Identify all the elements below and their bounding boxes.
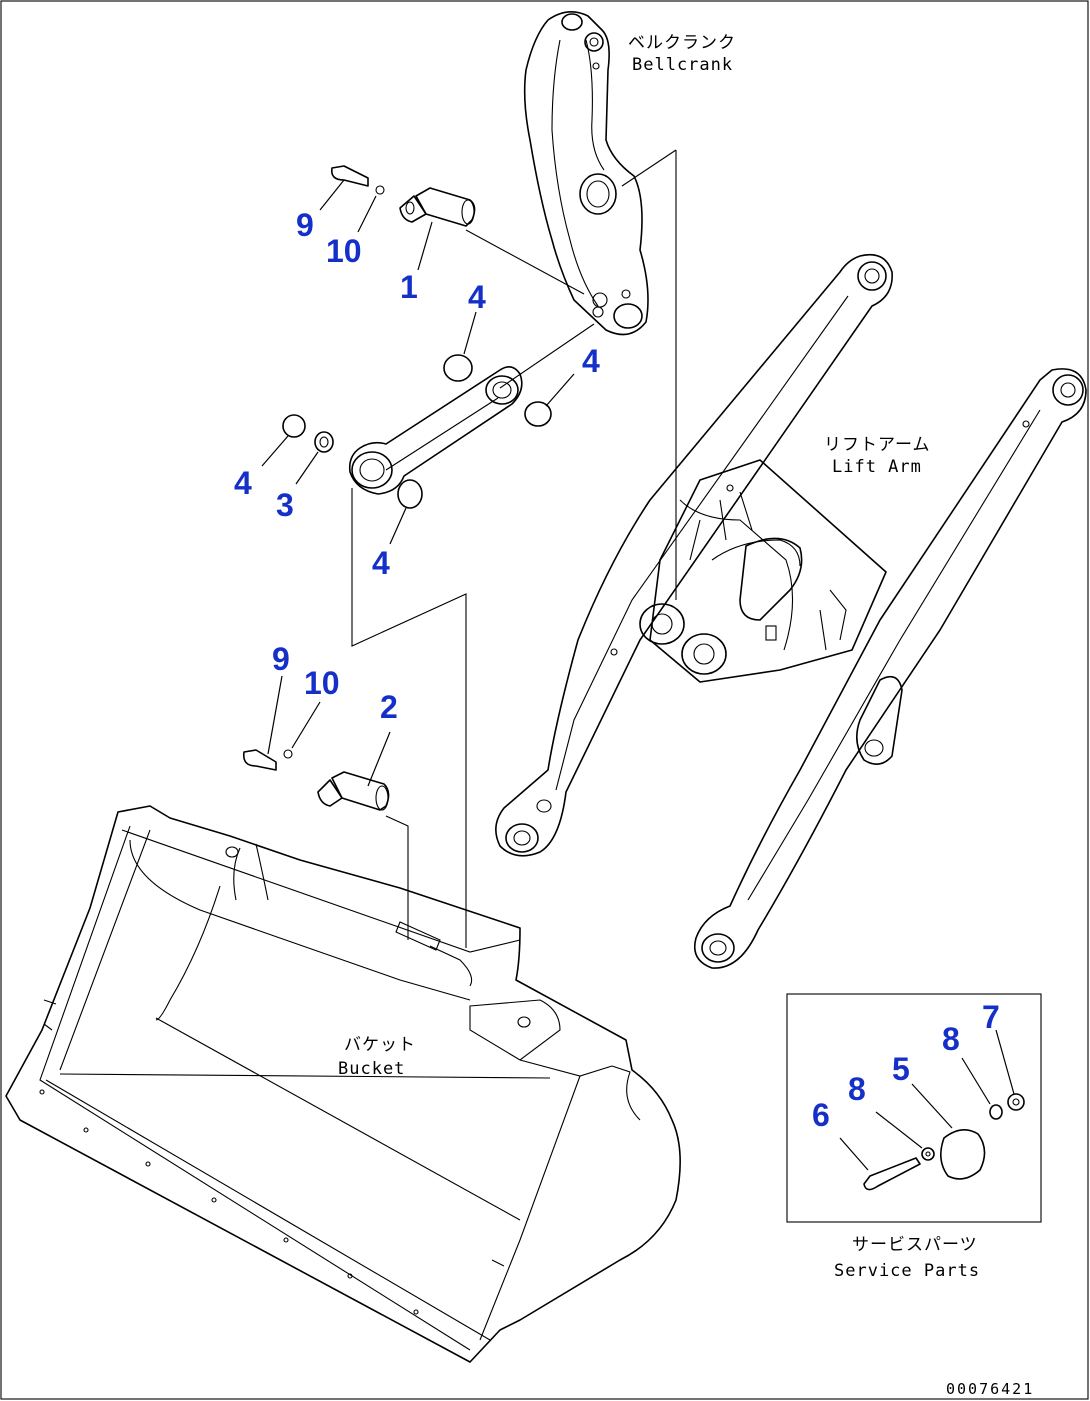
dust-seal-b	[524, 401, 552, 427]
service-plate	[940, 1129, 986, 1180]
lift-arm-jp-label: リフトアーム	[824, 435, 930, 455]
bellcrank	[523, 11, 649, 336]
callout-8-a: 8	[848, 1071, 866, 1107]
callout-7: 7	[982, 999, 1000, 1035]
callout-9-lower: 9	[272, 641, 290, 677]
callout-6: 6	[812, 1097, 830, 1133]
callout-4-a: 4	[468, 279, 486, 315]
lower-pin	[317, 771, 390, 811]
callout-9-upper: 9	[296, 207, 314, 243]
bellcrank-jp-label: ベルクランク	[628, 33, 736, 53]
bellcrank-en-label: Bellcrank	[632, 55, 733, 75]
service-washer-a	[921, 1147, 935, 1161]
bucket-jp-label: バケット	[344, 1035, 416, 1055]
callout-5: 5	[892, 1051, 910, 1087]
callout-10-lower: 10	[304, 665, 340, 701]
bucket	[5, 805, 681, 1363]
bucket-en-label: Bucket	[338, 1059, 405, 1079]
assembly-lines	[351, 149, 677, 948]
service-parts-en-label: Service Parts	[834, 1261, 980, 1281]
lift-arm-en-label: Lift Arm	[832, 457, 922, 477]
callout-leaders	[261, 179, 1015, 1171]
callout-4-d: 4	[372, 545, 390, 581]
callout-8-b: 8	[942, 1021, 960, 1057]
bolt-lower	[242, 749, 277, 771]
callout-2: 2	[380, 689, 398, 725]
service-parts-box	[786, 993, 1042, 1223]
callout-4-b: 4	[582, 343, 600, 379]
service-bolt	[863, 1157, 921, 1191]
spacer	[314, 431, 334, 453]
callout-1: 1	[400, 269, 418, 305]
washer-lower	[283, 749, 293, 759]
callout-3: 3	[276, 487, 294, 523]
drawing-code: 00076421	[946, 1380, 1034, 1398]
service-nut	[1007, 1093, 1025, 1111]
lift-arm	[495, 253, 1087, 969]
dust-seal-c	[282, 414, 306, 438]
link	[348, 366, 523, 495]
dust-seal-a	[443, 354, 473, 382]
callout-10-upper: 10	[326, 233, 362, 269]
service-washer-b	[989, 1104, 1003, 1120]
service-parts-jp-label: サービスパーツ	[852, 1235, 978, 1255]
upper-pin	[399, 187, 476, 227]
callout-4-c: 4	[234, 465, 252, 501]
bolt-upper	[330, 165, 369, 187]
dust-seal-d	[397, 479, 423, 509]
washer-upper	[375, 185, 385, 195]
